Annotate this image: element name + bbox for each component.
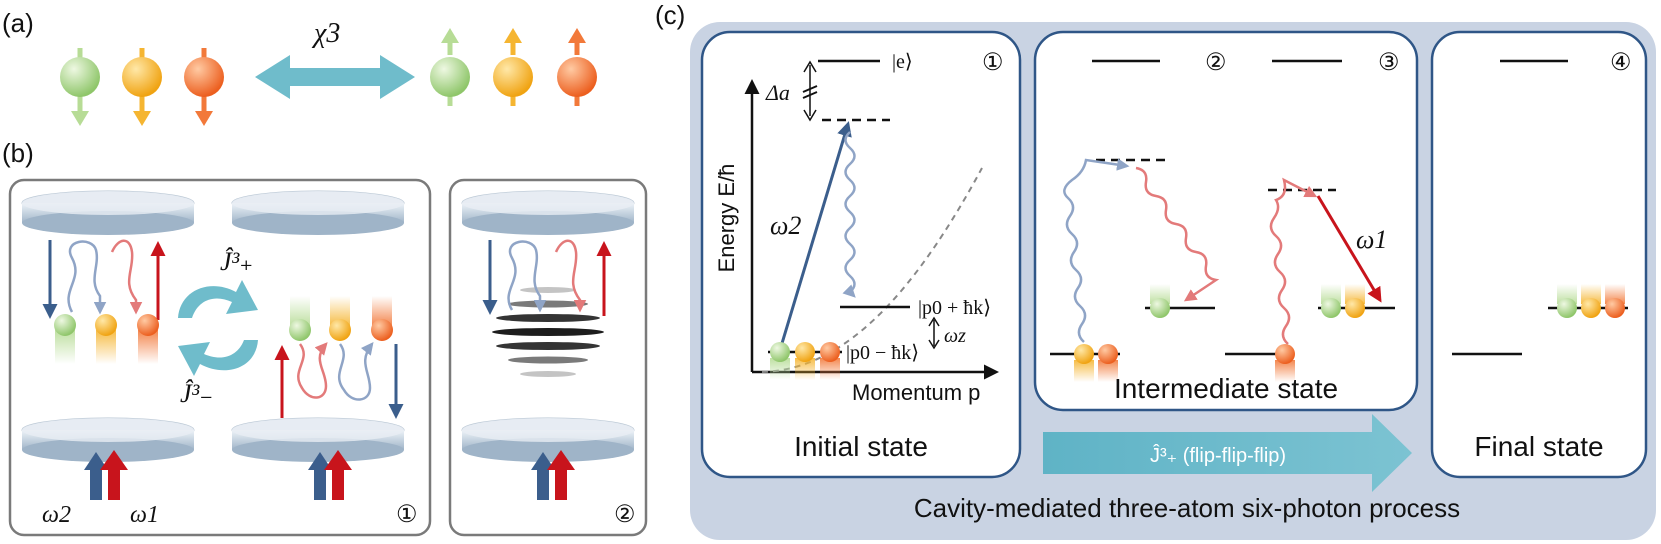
caption: Cavity-mediated three-atom six-photon pr… bbox=[914, 493, 1460, 523]
corner-marker-2: ② bbox=[1205, 49, 1227, 76]
omega1-transition-arrow bbox=[1316, 195, 1382, 303]
atom-green bbox=[1321, 298, 1341, 318]
intermediate-state-label: Intermediate state bbox=[1114, 373, 1338, 404]
atom-yellow bbox=[1074, 344, 1094, 364]
cycle-arrow-upper-icon bbox=[178, 280, 258, 318]
state-minus-label: |p0 − ħk⟩ bbox=[846, 342, 919, 364]
atom-orange bbox=[1275, 344, 1295, 364]
atom-yellow bbox=[95, 314, 117, 336]
x-axis-label: Momentum p bbox=[852, 380, 980, 405]
corner-marker-3: ③ bbox=[1378, 49, 1400, 76]
atom-orange bbox=[820, 342, 840, 362]
omega2-transition-arrow bbox=[778, 121, 852, 351]
atom-green bbox=[289, 319, 311, 341]
atom-green bbox=[1150, 298, 1170, 318]
atom-orange bbox=[371, 319, 393, 341]
wavy-photon-down bbox=[842, 131, 856, 298]
final-state-label: Final state bbox=[1474, 431, 1603, 462]
panel-label-b: (b) bbox=[2, 138, 34, 168]
detuning-label: Δa bbox=[765, 80, 790, 105]
initial-state-label: Initial state bbox=[794, 431, 928, 462]
corner-marker-4: ④ bbox=[1610, 49, 1632, 76]
panel-b: Ĵ³₊ Ĵ³₋ ω2 ω1 ① bbox=[8, 178, 648, 537]
final-state-box bbox=[1430, 30, 1648, 479]
atom-orange bbox=[1098, 344, 1118, 364]
omega2-label: ω2 bbox=[42, 502, 71, 528]
panel-label-a: (a) bbox=[2, 8, 34, 38]
y-axis-label: Energy E/ħ bbox=[714, 164, 739, 273]
mirrors bbox=[21, 190, 635, 462]
panel-c: Energy E/ħ Momentum p |e⟩ Δa ① ω2 |p0 + … bbox=[690, 22, 1656, 540]
initial-state-box bbox=[700, 30, 1022, 479]
wavy-photon-up bbox=[1063, 158, 1130, 343]
atom-green bbox=[60, 57, 100, 97]
atom-orange bbox=[557, 57, 597, 97]
omega-z-label: ωz bbox=[944, 325, 966, 347]
excited-state-label: |e⟩ bbox=[892, 51, 913, 73]
process-arrow-icon bbox=[1043, 414, 1412, 492]
atom-yellow bbox=[122, 57, 162, 97]
atom-orange bbox=[184, 57, 224, 97]
atom-orange bbox=[137, 314, 159, 336]
atom-green bbox=[1557, 298, 1577, 318]
scenario-marker-2: ② bbox=[614, 501, 636, 528]
panel-b-box-2 bbox=[448, 178, 648, 537]
panel-label-c: (c) bbox=[655, 0, 685, 30]
double-arrow-icon bbox=[255, 55, 415, 99]
cycle-arrow-lower-icon bbox=[178, 340, 258, 376]
atom-yellow bbox=[1345, 298, 1365, 318]
coupling-label: χ3 bbox=[311, 18, 340, 49]
standing-wave bbox=[492, 287, 604, 377]
atom-green bbox=[54, 314, 76, 336]
corner-marker-1: ① bbox=[982, 49, 1004, 76]
atom-yellow bbox=[1581, 298, 1601, 318]
panel-b-box-1 bbox=[8, 178, 432, 537]
atom-green bbox=[430, 57, 470, 97]
spin-up-group bbox=[430, 28, 597, 106]
spin-down-group bbox=[60, 48, 224, 126]
scenario-marker-1: ① bbox=[396, 501, 418, 528]
intermediate-state-box bbox=[1033, 30, 1419, 412]
atom-orange bbox=[1605, 298, 1625, 318]
atom-yellow bbox=[795, 342, 815, 362]
atom-yellow bbox=[329, 319, 351, 341]
atom-green bbox=[770, 342, 790, 362]
panel-a: χ3 bbox=[60, 18, 597, 126]
omega1-label: ω1 bbox=[130, 502, 159, 528]
wavy-photon-up bbox=[1269, 177, 1318, 345]
state-plus-label: |p0 + ħk⟩ bbox=[918, 297, 991, 319]
j-minus-label: Ĵ³₋ bbox=[180, 379, 213, 408]
omega2-label: ω2 bbox=[770, 211, 801, 240]
wavy-photon-down bbox=[1135, 166, 1220, 302]
omega1-label: ω1 bbox=[1356, 225, 1387, 254]
process-arrow-label: Ĵ³₊ (flip-flip-flip) bbox=[1150, 444, 1286, 467]
j-plus-label: Ĵ³₊ bbox=[220, 247, 253, 276]
atom-yellow bbox=[493, 57, 533, 97]
